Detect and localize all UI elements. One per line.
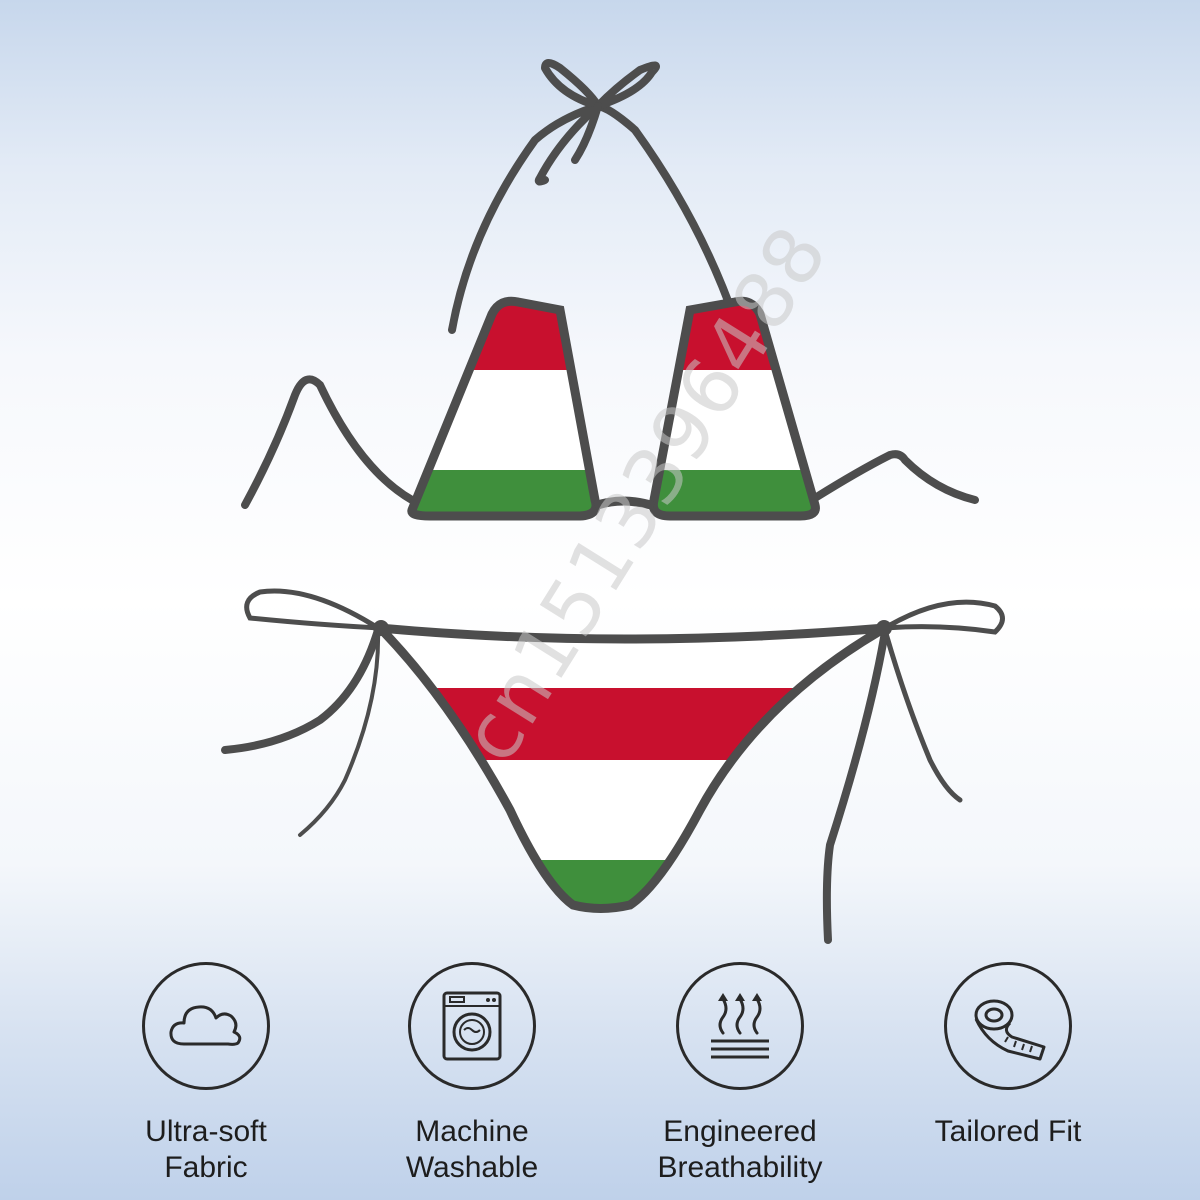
- center-connector: [593, 496, 656, 511]
- feature-label: Machine Washable: [405, 1115, 539, 1184]
- washing-machine-icon: [442, 991, 502, 1061]
- feature-icon-frame: [408, 962, 536, 1090]
- feature-icon-frame: [142, 962, 270, 1090]
- feature-machine-washable: Machine Washable: [342, 962, 602, 1186]
- feature-icon-frame: [676, 962, 804, 1090]
- feature-ultra-soft: Ultra-soft Fabric: [76, 962, 336, 1186]
- feature-label: Ultra-soft Fabric: [145, 1115, 267, 1184]
- feature-row: Ultra-soft Fabric Machine Washable: [0, 962, 1200, 1192]
- measuring-tape-icon: [974, 999, 1046, 1061]
- cloud-icon: [169, 1005, 242, 1046]
- halter-straps: [448, 59, 739, 334]
- feature-icon-frame: [944, 962, 1072, 1090]
- side-ties: [221, 588, 1005, 944]
- back-straps: [241, 375, 979, 509]
- breathability-icon: [711, 993, 769, 1059]
- feature-tailored-fit: Tailored Fit: [878, 962, 1138, 1150]
- top-left-cup: [407, 296, 601, 521]
- feature-label: Engineered Breathability: [657, 1115, 823, 1184]
- feature-engineered-breathability: Engineered Breathability: [610, 962, 870, 1186]
- feature-label: Tailored Fit: [934, 1115, 1082, 1148]
- bikini-product-image: [221, 59, 1005, 944]
- bikini-bottom: [368, 620, 892, 913]
